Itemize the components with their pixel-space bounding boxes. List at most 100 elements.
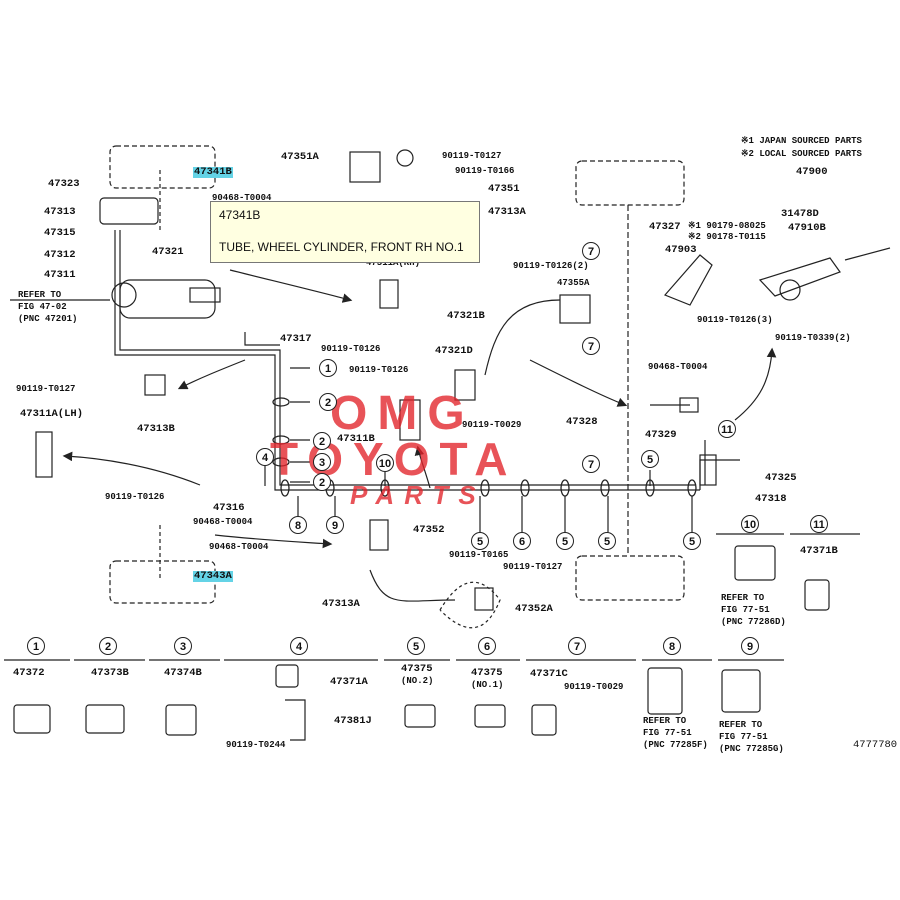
section-callout-5[interactable]: 5 (407, 637, 425, 655)
part-47374b[interactable]: 47374B (164, 667, 202, 679)
callout-7[interactable]: 7 (582, 455, 600, 473)
part-47311b[interactable]: 47311B (337, 433, 375, 445)
part-90119-t0029-bot[interactable]: 90119-T0029 (564, 682, 624, 692)
callout-10[interactable]: 10 (376, 454, 394, 472)
part-90119-t0339-2[interactable]: 90119-T0339(2) (775, 333, 851, 343)
callout-8[interactable]: 8 (289, 516, 307, 534)
callout-11[interactable]: 11 (718, 420, 736, 438)
part-47375-no2[interactable]: 47375 (401, 663, 433, 675)
part-90468-t0004-mid[interactable]: 90468-T0004 (193, 517, 253, 527)
part-90119-t0126-mid[interactable]: 90119-T0126 (349, 365, 409, 375)
part-90468-t0004-top[interactable]: 90468-T0004 (212, 193, 272, 203)
refer-fig-47-line2: FIG 47-02 (18, 302, 67, 312)
callout-9[interactable]: 9 (326, 516, 344, 534)
callout-5[interactable]: 5 (471, 532, 489, 550)
part-90119-t0126-top[interactable]: 90119-T0126 (321, 344, 381, 354)
part-47900[interactable]: 47900 (796, 166, 828, 178)
callout-2[interactable]: 2 (319, 393, 337, 411)
part-47315[interactable]: 47315 (44, 227, 76, 239)
part-47311[interactable]: 47311 (44, 269, 76, 281)
callout-2[interactable]: 2 (313, 473, 331, 491)
part-47329[interactable]: 47329 (645, 429, 677, 441)
part-47316[interactable]: 47316 (213, 502, 245, 514)
callout-5[interactable]: 5 (598, 532, 616, 550)
part-47352a[interactable]: 47352A (515, 603, 553, 615)
section-callout-8[interactable]: 8 (663, 637, 681, 655)
part-47325[interactable]: 47325 (765, 472, 797, 484)
part-47313a-bot[interactable]: 47313A (322, 598, 360, 610)
part-47373b[interactable]: 47373B (91, 667, 129, 679)
part-47375-no2-note: (NO.2) (401, 676, 434, 686)
part-47321d[interactable]: 47321D (435, 345, 473, 357)
callout-2[interactable]: 2 (313, 432, 331, 450)
part-47321b[interactable]: 47321B (447, 310, 485, 322)
part-47313b[interactable]: 47313B (137, 423, 175, 435)
part-90179-08025[interactable]: ※1 90179-08025 (688, 221, 766, 231)
callout-7[interactable]: 7 (582, 242, 600, 260)
part-90119-t0166[interactable]: 90119-T0166 (455, 166, 515, 176)
part-47328[interactable]: 47328 (566, 416, 598, 428)
note-local-sourced: ※2 LOCAL SOURCED PARTS (741, 149, 862, 159)
part-47312[interactable]: 47312 (44, 249, 76, 261)
part-47313a-top[interactable]: 47313A (488, 206, 526, 218)
callout-3[interactable]: 3 (313, 453, 331, 471)
part-47323[interactable]: 47323 (48, 178, 80, 190)
section-callout-1[interactable]: 1 (27, 637, 45, 655)
part-47352[interactable]: 47352 (413, 524, 445, 536)
part-47317[interactable]: 47317 (280, 333, 312, 345)
part-90468-t0004-right[interactable]: 90468-T0004 (648, 362, 708, 372)
part-90119-t0165[interactable]: 90119-T0165 (449, 550, 509, 560)
refer-fig-77b-line3: (PNC 77285F) (643, 740, 708, 750)
part-47351[interactable]: 47351 (488, 183, 520, 195)
part-90119-t0126-2[interactable]: 90119-T0126(2) (513, 261, 589, 271)
part-47341b[interactable]: 47341B (193, 166, 233, 178)
part-47903[interactable]: 47903 (665, 244, 697, 256)
part-90119-t0127-left[interactable]: 90119-T0127 (16, 384, 76, 394)
callout-4[interactable]: 4 (256, 448, 274, 466)
part-47371a[interactable]: 47371A (330, 676, 368, 688)
part-47371b[interactable]: 47371B (800, 545, 838, 557)
refer-fig-77a-line3: (PNC 77286D) (721, 617, 786, 627)
section-callout-6[interactable]: 6 (478, 637, 496, 655)
part-tooltip: 47341B TUBE, WHEEL CYLINDER, FRONT RH NO… (210, 201, 480, 263)
callout-6[interactable]: 6 (513, 532, 531, 550)
refer-fig-77b-line2: FIG 77-51 (643, 728, 692, 738)
section-callout-4[interactable]: 4 (290, 637, 308, 655)
part-90119-t0127-top[interactable]: 90119-T0127 (442, 151, 502, 161)
part-90119-t0244[interactable]: 90119-T0244 (226, 740, 286, 750)
part-47381j[interactable]: 47381J (334, 715, 372, 727)
callout-11[interactable]: 11 (810, 515, 828, 533)
part-90178-t0115[interactable]: ※2 90178-T0115 (688, 232, 766, 242)
part-47311a-lh[interactable]: 47311A(LH) (20, 408, 84, 420)
part-47343a[interactable]: 47343A (193, 570, 233, 582)
callout-1[interactable]: 1 (319, 359, 337, 377)
part-47375-no1[interactable]: 47375 (471, 667, 503, 679)
part-47910b[interactable]: 47910B (788, 222, 826, 234)
part-90119-t0127-bot[interactable]: 90119-T0127 (503, 562, 563, 572)
part-47327[interactable]: 47327 (649, 221, 681, 233)
callout-5[interactable]: 5 (683, 532, 701, 550)
part-90119-t0126-3[interactable]: 90119-T0126(3) (697, 315, 773, 325)
section-callout-7[interactable]: 7 (568, 637, 586, 655)
part-47371c[interactable]: 47371C (530, 668, 568, 680)
part-47321[interactable]: 47321 (152, 246, 184, 258)
callout-5[interactable]: 5 (556, 532, 574, 550)
callout-7[interactable]: 7 (582, 337, 600, 355)
part-47351a[interactable]: 47351A (281, 151, 319, 163)
part-47355a[interactable]: 47355A (557, 278, 590, 288)
section-callout-3[interactable]: 3 (174, 637, 192, 655)
refer-fig-77b-line1: REFER TO (643, 716, 687, 726)
part-47311a-rh[interactable]: 47311A(RH) (366, 258, 421, 268)
part-90119-t0126-left[interactable]: 90119-T0126 (105, 492, 165, 502)
part-47372[interactable]: 47372 (13, 667, 45, 679)
callout-10[interactable]: 10 (741, 515, 759, 533)
section-callout-2[interactable]: 2 (99, 637, 117, 655)
part-90119-t0029-mid[interactable]: 90119-T0029 (462, 420, 522, 430)
part-31478d[interactable]: 31478D (781, 208, 819, 220)
figure-id: 4777780 (853, 739, 898, 751)
part-47313[interactable]: 47313 (44, 206, 76, 218)
part-47318[interactable]: 47318 (755, 493, 787, 505)
part-90468-t0004-low[interactable]: 90468-T0004 (209, 542, 269, 552)
callout-5[interactable]: 5 (641, 450, 659, 468)
section-callout-9[interactable]: 9 (741, 637, 759, 655)
